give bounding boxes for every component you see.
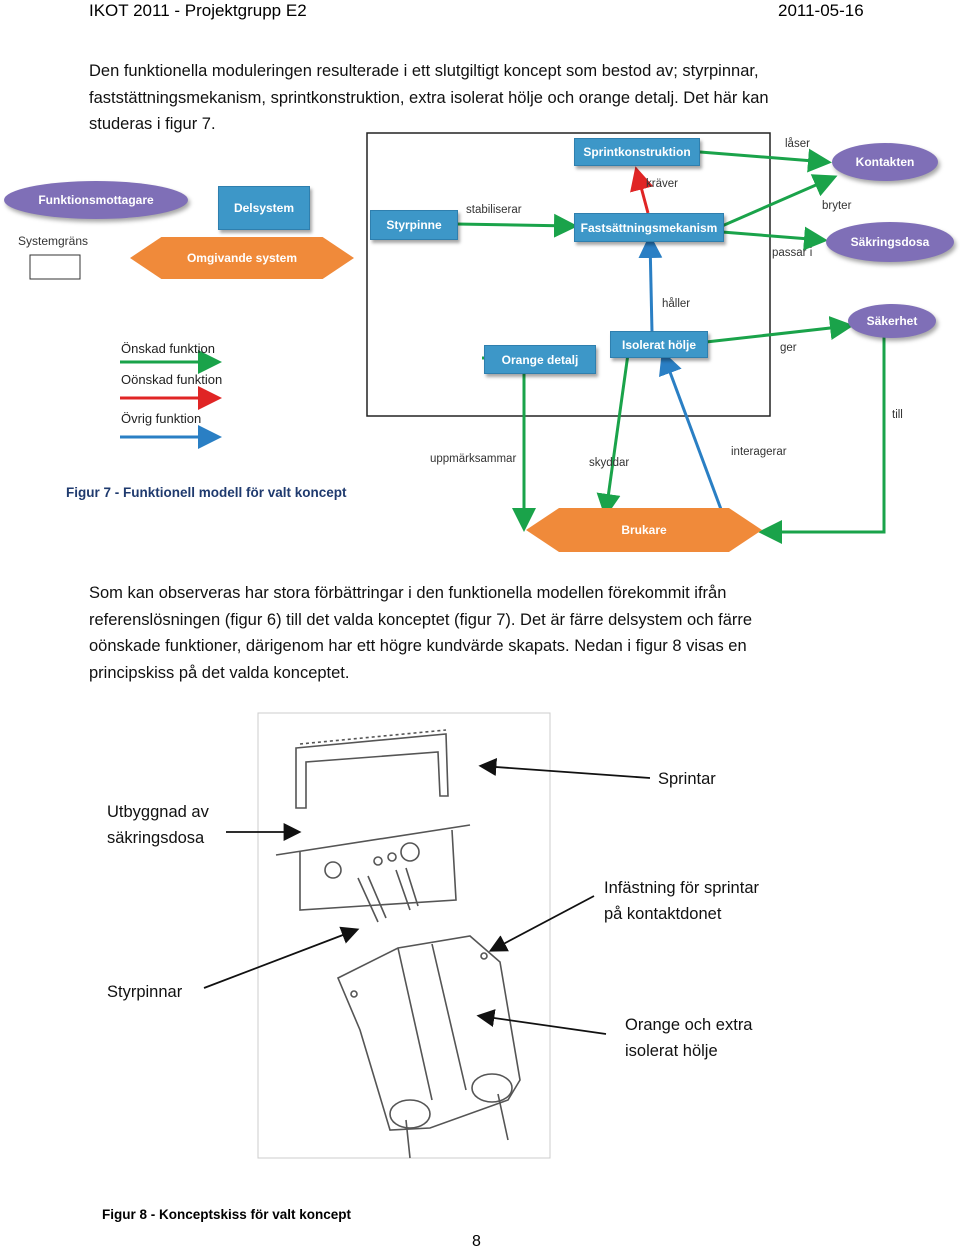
diagram-connectors [29,132,886,544]
sprint-bracket [295,729,449,809]
node-sprintkonstruktion: Sprintkonstruktion [574,138,700,166]
arrow-kraver [630,166,654,214]
fuse-box-plate [275,824,471,911]
legend-systemgrans: Systemgräns [18,234,89,248]
node-orange-detalj: Orange detalj [484,345,596,374]
label-infastning-line: Infästning för sprintar [604,879,759,897]
header-date: 2011-05-16 [778,1,864,20]
pointer-sprintar [478,758,651,779]
page-number: 8 [472,1233,481,1250]
legend-ovrig-label: Övrig funktion [121,411,202,426]
body-line: oönskade funktioner, därigenom har ett h… [89,637,747,655]
node-styrpinne: Styrpinne [370,210,458,240]
pointer-orange-holje [476,1009,607,1035]
node-brukare: Brukare [526,508,762,552]
node-isolerat-holje: Isolerat hölje [610,331,708,358]
legend-omgivande-system: Omgivande system [130,237,354,279]
intro-line: studeras i figur 7. [89,115,216,133]
pointer-infastning [488,895,595,952]
label-orange-holje-line: isolerat hölje [625,1042,718,1060]
arrow-interagerar [659,350,724,513]
label-bryter: bryter [822,200,852,212]
arrow-skyddar [596,353,630,518]
node-fastsattningsmekanism: Fastsättningsmekanism [574,213,724,242]
legend-onskad-label: Önskad funktion [121,341,215,356]
body-paragraph: Som kan observeras har stora förbättring… [89,580,829,686]
arrow-bryter [721,174,838,228]
figure-7-caption: Figur 7 - Funktionell modell för valt ko… [66,485,347,500]
label-infastning: Infästning för sprintar på kontaktdonet [604,875,759,927]
legend-boundary-box [29,254,81,280]
label-infastning-line: på kontaktdonet [604,905,722,923]
node-sakringsdosa: Säkringsdosa [826,222,954,262]
label-kraver: kräver [646,178,678,190]
label-sprintar: Sprintar [658,770,716,788]
header-title: IKOT 2011 - Projektgrupp E2 [89,1,307,20]
label-ger: ger [780,342,797,354]
intro-paragraph: Den funktionella moduleringen resulterad… [89,58,829,138]
label-laser: låser [785,138,810,150]
label-uppmarksammar: uppmärksammar [430,453,517,465]
label-passar-i: passar i [772,247,813,259]
label-skyddar: skyddar [589,457,630,469]
label-styrpinnar: Styrpinnar [107,983,183,1001]
label-utbyggnad-line: säkringsdosa [107,829,205,847]
legend-funktionsmottagare: Funktionsmottagare [4,181,188,219]
label-utbyggnad: Utbyggnad av säkringsdosa [107,799,209,851]
node-sakerhet: Säkerhet [848,304,936,338]
arrow-stabiliserar [455,213,578,238]
arrow-laser [699,148,832,173]
legend-delsystem: Delsystem [218,186,310,230]
body-line: principskiss på det valda konceptet. [89,663,350,682]
body-line: referenslösningen (figur 6) till det val… [89,610,753,629]
arrow-passar-i [721,226,828,251]
body-line: Som kan observeras har stora förbättring… [89,584,727,602]
arrow-ger [705,316,854,344]
sketch-drawing [203,712,651,1159]
arrow-till [758,334,886,544]
label-stabiliserar: stabiliserar [466,204,522,216]
arrow-haller [638,234,663,333]
label-till: till [892,409,903,421]
legend-oonskad-label: Oönskad funktion [121,372,223,387]
figure-8-caption: Figur 8 - Konceptskiss för valt koncept [102,1207,352,1222]
system-boundary [366,132,771,417]
label-orange-holje: Orange och extra isolerat hölje [625,1012,753,1064]
label-haller: håller [662,298,691,310]
label-utbyggnad-line: Utbyggnad av [107,803,209,821]
insulated-housing [336,935,521,1159]
intro-line: Den funktionella moduleringen resulterad… [89,62,759,80]
label-orange-holje-line: Orange och extra [625,1016,753,1034]
pointer-styrpinnar [203,926,360,989]
node-kontakten: Kontakten [832,143,938,181]
guide-pins [357,867,419,923]
intro-line: faststättningsmekanism, sprintkonstrukti… [89,88,769,107]
sketch-frame [257,712,551,1159]
label-interagerar: interagerar [731,446,787,458]
arrow-uppmarksammar [482,356,536,532]
